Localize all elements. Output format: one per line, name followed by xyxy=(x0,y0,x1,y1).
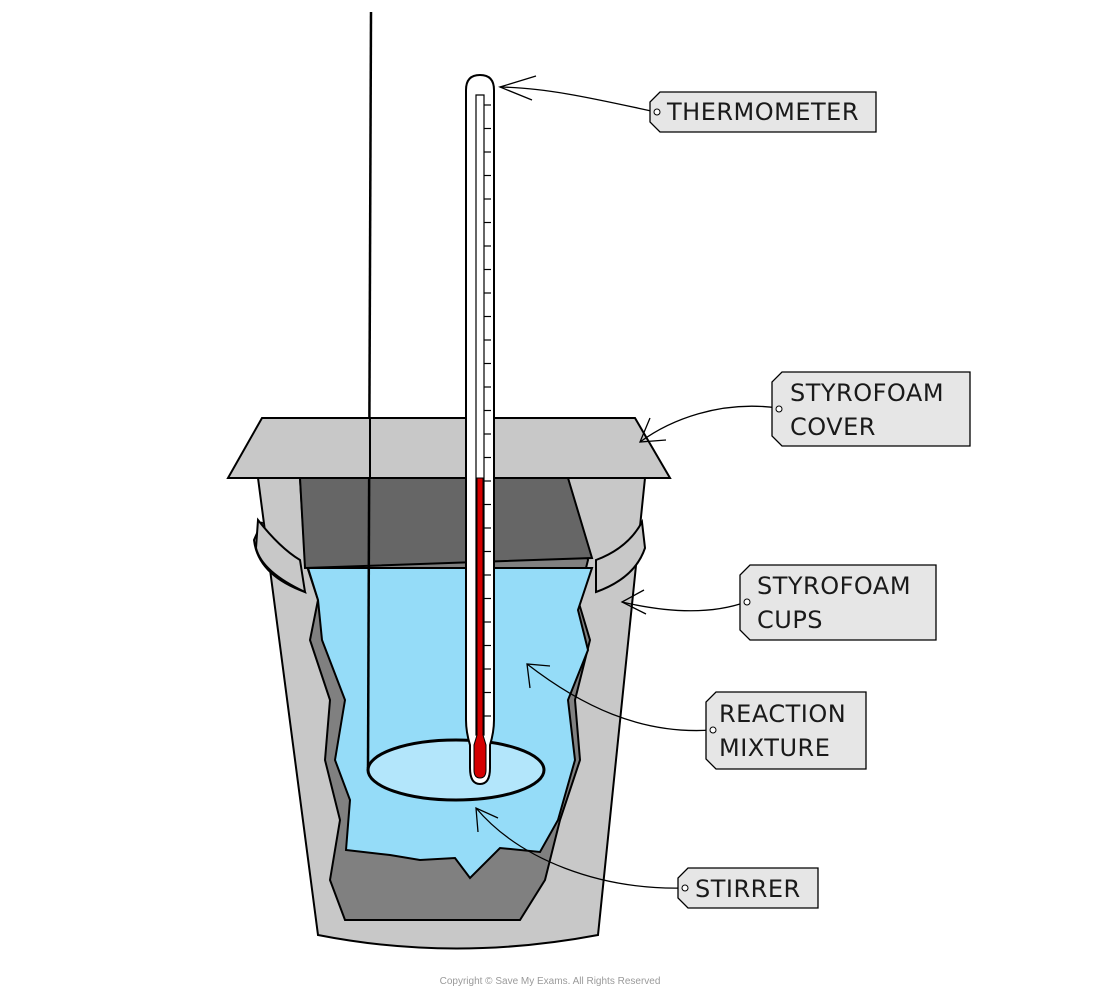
thermometer-label: THERMOMETER xyxy=(666,98,859,126)
leader-stirrer xyxy=(475,807,685,889)
stirrer-loop xyxy=(366,738,546,802)
stirrer-rod xyxy=(366,11,373,769)
cover-label-line2: COVER xyxy=(790,413,876,441)
arrowhead-thermometer xyxy=(498,75,537,101)
label-reaction-mixture: REACTION MIXTURE xyxy=(705,691,867,770)
cups-label-line1: STYROFOAM xyxy=(757,572,911,600)
arrowhead-mixture xyxy=(526,663,551,689)
cover-label-line1: STYROFOAM xyxy=(790,379,944,407)
tag-thermometer xyxy=(649,91,877,133)
mixture-label-line1: REACTION xyxy=(719,700,846,728)
label-thermometer: THERMOMETER xyxy=(649,91,877,133)
tag-hole xyxy=(653,108,661,116)
arrowhead-stirrer xyxy=(475,806,499,833)
tag-hole xyxy=(709,726,717,734)
reaction-mixture-liquid xyxy=(306,567,594,880)
label-styrofoam-cups: STYROFOAM CUPS xyxy=(739,564,937,641)
label-styrofoam-cover: STYROFOAM COVER xyxy=(771,371,971,447)
thermometer-scale xyxy=(484,104,491,717)
arrowhead-cups xyxy=(620,589,647,615)
mercury-column xyxy=(473,477,487,779)
tag-mixture xyxy=(705,691,867,770)
tag-cups xyxy=(739,564,937,641)
stirrer-label: STIRRER xyxy=(695,875,801,903)
leader-cover xyxy=(639,405,779,443)
leader-thermometer xyxy=(499,86,657,113)
tag-hole xyxy=(743,598,751,606)
air-gap xyxy=(298,477,594,570)
arrowhead-cover xyxy=(638,417,667,443)
tag-stirrer xyxy=(677,867,819,909)
tag-hole xyxy=(681,884,689,892)
leader-mixture xyxy=(526,663,713,732)
tag-hole xyxy=(775,405,783,413)
leader-lines xyxy=(475,75,779,889)
label-stirrer: STIRRER xyxy=(677,867,819,909)
styrofoam-cover xyxy=(226,417,672,479)
cups-label-line2: CUPS xyxy=(757,606,823,634)
thermometer xyxy=(465,73,495,786)
stirrer xyxy=(366,11,546,802)
inner-cup-rim-right-band xyxy=(595,518,647,594)
tag-cover xyxy=(771,371,971,447)
leader-cups xyxy=(621,601,747,612)
inner-cup-rim-left-band xyxy=(254,517,307,594)
mixture-label-line2: MIXTURE xyxy=(719,734,830,762)
copyright-notice: Copyright © Save My Exams. All Rights Re… xyxy=(440,976,661,987)
